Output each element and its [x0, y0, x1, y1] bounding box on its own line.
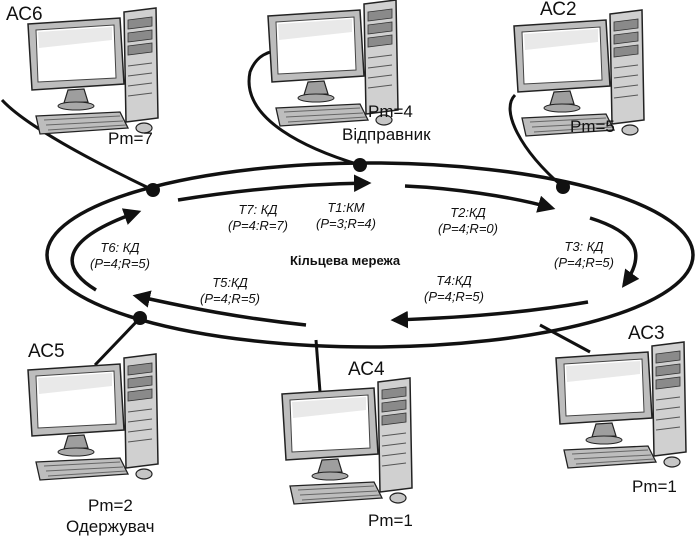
arrow-t5: [132, 290, 307, 327]
token-t7: T7: КД (P=4:R=7): [228, 202, 288, 234]
token-t2-title: T2:КД: [450, 205, 486, 220]
ac2-name: АС2: [540, 0, 577, 20]
ac3-name: АС3: [628, 323, 665, 344]
arrow-t7: [177, 174, 372, 202]
token-t1: T1:КМ (P=3;R=4): [316, 200, 376, 232]
junction-ac5: [133, 311, 147, 325]
token-t2: T2:КД (P=4;R=0): [438, 205, 498, 237]
token-t3-title: T3: КД: [564, 239, 604, 254]
junction-ac2: [556, 180, 570, 194]
token-t7-title: T7: КД: [238, 202, 278, 217]
network-title: Кільцева мережа: [290, 253, 401, 268]
token-t6-title: T6: КД: [100, 240, 140, 255]
cable-ac2: [508, 93, 564, 189]
ac5-name: АС5: [28, 341, 65, 362]
ac2-pm: Pm=5: [570, 117, 615, 136]
token-t6-params: (P=4;R=5): [90, 256, 150, 271]
cable-ac3: [539, 323, 591, 354]
token-t4-params: (P=4;R=5): [424, 289, 484, 304]
token-t5-title: T5:КД: [212, 275, 248, 290]
token-t4-title: T4:КД: [436, 273, 472, 288]
computer-ac4: [281, 377, 413, 505]
computer-ac5: [27, 353, 159, 481]
token-t3-params: (P=4;R=5): [554, 255, 614, 270]
ac4-top-role: Відправник: [342, 125, 431, 144]
ac5-pm: Pm=2: [88, 496, 133, 515]
token-t5-params: (P=4;R=5): [200, 291, 260, 306]
arrow-t6: [70, 208, 142, 292]
ac6-pm: Pm=7: [108, 129, 153, 148]
junction-ac6: [146, 183, 160, 197]
ac6-name: АС6: [6, 4, 43, 25]
arrow-t4: [390, 300, 589, 329]
cable-ac6: [0, 98, 154, 192]
token-t2-params: (P=4;R=0): [438, 221, 498, 236]
token-arrows: [70, 174, 640, 329]
arrow-t2: [404, 184, 556, 213]
token-t3: T3: КД (P=4;R=5): [554, 239, 614, 271]
cable-ac4: [314, 339, 322, 393]
ac4-pm: Pm=1: [368, 511, 413, 530]
token-t6: T6: КД (P=4;R=5): [90, 240, 150, 272]
computer-ac3: [555, 341, 687, 469]
ac4-top-pm: Pm=4: [368, 102, 413, 121]
token-t1-params: (P=3;R=4): [316, 216, 376, 231]
ac5-role: Одержувач: [66, 517, 155, 536]
ac3-pm: Pm=1: [632, 477, 677, 496]
ring-network: [45, 161, 695, 349]
token-t7-params: (P=4:R=7): [228, 218, 288, 233]
ac4-name: АС4: [348, 359, 385, 380]
station-cables: [0, 48, 591, 393]
arrow-t3: [589, 216, 640, 288]
cable-ac4-top: [247, 48, 361, 167]
ring-junctions: [133, 158, 570, 325]
cable-ac5: [93, 316, 142, 367]
junction-ac4-top: [353, 158, 367, 172]
token-t5: T5:КД (P=4;R=5): [200, 275, 260, 307]
computer-ac6: [27, 7, 159, 135]
token-t1-title: T1:КМ: [327, 200, 365, 215]
token-t4: T4:КД (P=4;R=5): [424, 273, 484, 305]
